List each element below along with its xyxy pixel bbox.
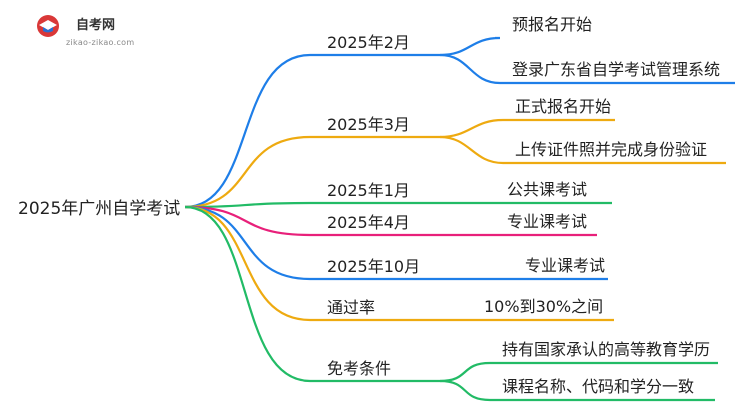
branch-mar-label: 2025年3月 [327,115,410,134]
connector-root-exempt [184,205,440,383]
logo-name: 自考网 [76,18,116,33]
connector-mar-leaf-0 [439,118,615,139]
connector-root-pass-rate [184,205,440,322]
connector-mar-leaf-1 [439,135,726,165]
leaf-oct-0: 专业课考试 [525,256,605,275]
branch-jan-label: 2025年1月 [327,181,410,200]
leaf-feb-1: 登录广东省自学考试管理系统 [512,60,720,79]
leaf-feb-0: 预报名开始 [512,15,592,34]
leaf-exempt-0: 持有国家承认的高等教育学历 [502,340,710,359]
branch-feb-label: 2025年2月 [327,33,410,52]
branch-pass-rate-label: 通过率 [327,298,375,317]
branch-exempt-label: 免考条件 [327,359,391,378]
connector-exempt-leaf-1 [439,379,715,402]
leaf-pass-rate-0: 10%到30%之间 [484,297,603,316]
branch-oct-label: 2025年10月 [327,257,420,276]
root-topic: 2025年广州自学考试 [18,199,180,219]
connector-root-feb [184,53,440,209]
leaf-apr-0: 专业课考试 [507,212,587,231]
site-logo[interactable]: 自考网 zikao-zikao.com [34,12,144,52]
leaf-mar-1: 上传证件照并完成身份验证 [515,140,707,159]
connector-root-mar [184,135,440,209]
connector-root-jan [184,201,440,209]
leaf-jan-0: 公共课考试 [507,180,587,199]
connector-exempt-leaf-0 [439,361,718,383]
branch-apr-label: 2025年4月 [327,213,410,232]
leaf-mar-0: 正式报名开始 [515,97,611,116]
leaf-exempt-1: 课程名称、代码和学分一致 [502,377,694,396]
graduation-cap-icon [37,15,59,37]
logo-domain: zikao-zikao.com [66,38,135,47]
connector-root-apr [184,205,440,237]
connector-feb-leaf-1 [439,53,735,85]
connector-feb-leaf-0 [439,36,501,57]
connector-root-oct [184,205,440,281]
connector-layer [184,36,735,402]
